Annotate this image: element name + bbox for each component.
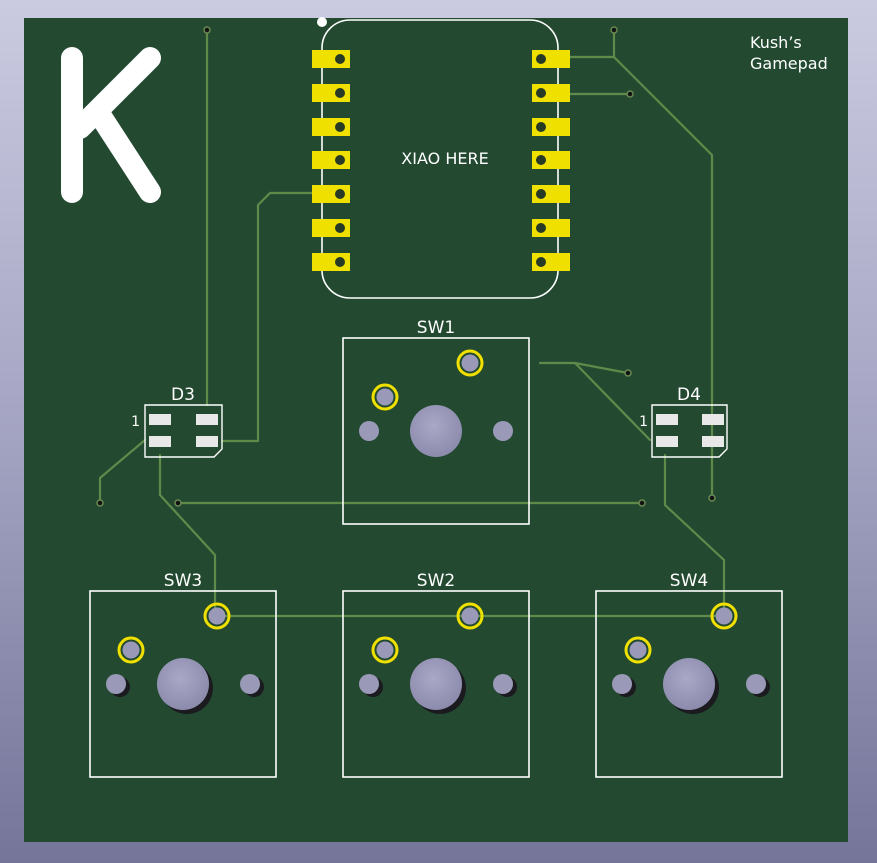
diode-d4: D4 1 — [639, 385, 728, 458]
k-logo — [61, 47, 161, 203]
board-title-line2: Gamepad — [750, 54, 828, 73]
d4-pin1-marker: 1 — [639, 414, 648, 430]
sw3-label: SW3 — [164, 571, 202, 591]
mcu-label: XIAO HERE — [401, 149, 488, 168]
sw2-label: SW2 — [417, 571, 455, 591]
xiao-footprint: XIAO HERE — [312, 17, 570, 299]
switch-sw3: SW3 — [89, 571, 277, 778]
xiao-right-pads — [532, 50, 570, 271]
copper-traces — [98, 28, 726, 618]
sw4-label: SW4 — [670, 571, 708, 591]
xiao-left-pads — [312, 50, 350, 271]
logo-letter-text: K — [0, 0, 1, 1]
d3-pin1-marker: 1 — [131, 414, 140, 430]
board-title-line1: Kush’s — [750, 33, 802, 52]
d3-label: D3 — [171, 385, 195, 405]
vias — [96, 26, 716, 507]
switch-sw4: SW4 — [595, 571, 783, 778]
switch-sw2: SW2 — [342, 571, 530, 778]
switch-sw1: SW1 — [342, 318, 530, 525]
sw1-label: SW1 — [417, 318, 455, 338]
diode-d3: D3 1 — [131, 385, 223, 458]
d4-label: D4 — [677, 385, 701, 405]
